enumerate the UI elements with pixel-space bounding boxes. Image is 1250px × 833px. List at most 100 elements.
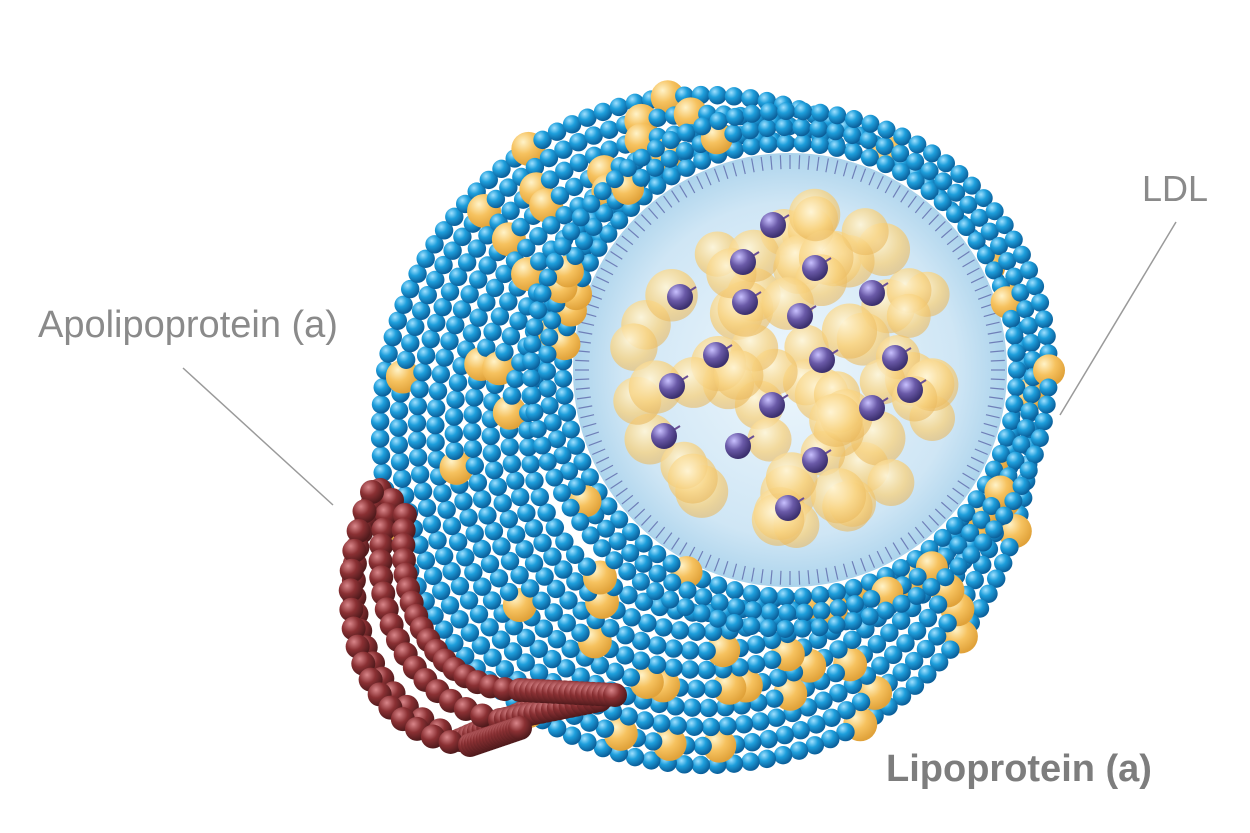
phospholipid-tail: [600, 464, 614, 473]
phospholipid-tail: [952, 487, 965, 497]
phospholipid-tail: [928, 214, 940, 226]
phospholipid-sphere: [515, 540, 534, 559]
phospholipid-sphere: [545, 468, 564, 487]
phospholipid-sphere: [843, 630, 862, 650]
phospholipid-sphere: [465, 456, 485, 475]
phospholipid-sphere: [867, 634, 887, 654]
phospholipid-sphere: [896, 634, 915, 653]
phospholipid-sphere: [529, 227, 548, 246]
phospholipid-sphere: [759, 586, 778, 605]
phospholipid-sphere: [708, 86, 727, 105]
phospholipid-sphere: [539, 148, 559, 168]
phospholipid-sphere: [941, 640, 960, 659]
phospholipid-sphere: [724, 124, 743, 143]
phospholipid-sphere: [1037, 395, 1056, 414]
phospholipid-sphere: [725, 581, 744, 600]
phospholipid-sphere: [566, 247, 585, 266]
phospholipid-tail: [860, 557, 867, 572]
phospholipid-tail: [679, 542, 688, 555]
phospholipid-sphere: [442, 516, 462, 536]
phospholipid-tail: [983, 422, 998, 428]
phospholipid-tail: [807, 570, 810, 585]
phospholipid-sphere: [483, 322, 502, 341]
phospholipid-sphere: [490, 307, 510, 326]
phospholipid-sphere: [408, 396, 428, 416]
cholesterol-sphere: [1032, 354, 1065, 387]
phospholipid-sphere: [875, 137, 894, 156]
phospholipid-sphere: [484, 521, 504, 541]
phospholipid-tail: [946, 235, 959, 246]
phospholipid-sphere: [891, 144, 910, 163]
phospholipid-sphere: [593, 102, 613, 122]
cholesterol-sphere: [492, 395, 527, 430]
phospholipid-sphere: [547, 122, 567, 141]
phospholipid-sphere: [440, 331, 459, 351]
phospholipid-sphere: [957, 503, 976, 522]
cholesteryl-ester-sphere: [667, 284, 693, 310]
phospholipid-sphere: [742, 617, 761, 636]
apolipoprotein-bead: [346, 518, 371, 543]
phospholipid-tail: [977, 440, 992, 447]
phospholipid-sphere: [533, 436, 552, 455]
phospholipid-tail: [679, 185, 688, 198]
phospholipid-tail: [966, 464, 980, 473]
phospholipid-sphere: [972, 510, 991, 529]
phospholipid-sphere: [538, 379, 557, 398]
cholesteryl-ester-sphere: [732, 289, 758, 315]
phospholipid-sphere: [462, 324, 482, 343]
phospholipid-sphere: [904, 651, 924, 671]
phospholipid-sphere: [634, 554, 653, 573]
phospholipid-sphere: [826, 663, 845, 683]
phospholipid-sphere: [539, 268, 558, 287]
phospholipid-sphere: [525, 403, 544, 422]
phospholipid-sphere: [553, 237, 572, 256]
phospholipid-sphere: [472, 539, 492, 559]
phospholipid-sphere: [517, 503, 536, 523]
phospholipid-sphere: [860, 148, 879, 167]
phospholipid-sphere: [631, 651, 651, 670]
phospholipid-sphere: [389, 418, 408, 437]
phospholipid-sphere: [987, 569, 1006, 588]
phospholipid-sphere: [442, 562, 461, 581]
phospholipid-sphere: [555, 532, 574, 551]
phospholipid-sphere: [976, 246, 995, 265]
phospholipid-tail: [687, 180, 696, 194]
phospholipid-sphere: [670, 621, 690, 640]
phospholipid-sphere: [370, 429, 390, 448]
phospholipid-sphere: [734, 715, 754, 734]
phospholipid-sphere: [533, 533, 552, 553]
phospholipid-sphere: [918, 665, 937, 684]
phospholipid-sphere: [463, 439, 483, 458]
phospholipid-sphere: [578, 733, 597, 752]
phospholipid-sphere: [765, 689, 784, 708]
phospholipid-sphere: [795, 603, 814, 622]
phospholipid-sphere: [793, 587, 812, 606]
cholesteryl-ester-sphere: [809, 347, 835, 373]
phospholipid-sphere: [440, 282, 460, 301]
phospholipid-sphere: [1007, 343, 1026, 362]
phospholipid-tail: [798, 570, 801, 585]
apolipoprotein-bead: [438, 729, 463, 754]
phospholipid-sphere: [425, 235, 444, 254]
apolipoprotein-bead: [339, 597, 364, 622]
phospholipid-sphere: [699, 698, 718, 718]
phospholipid-sphere: [634, 534, 653, 553]
phospholipid-tail: [663, 195, 673, 208]
phospholipid-sphere: [389, 401, 409, 420]
phospholipid-sphere: [615, 646, 635, 665]
phospholipid-sphere: [997, 428, 1016, 447]
phospholipid-sphere: [776, 619, 795, 638]
phospholipid-sphere: [373, 463, 392, 482]
phospholipid-sphere: [499, 582, 519, 602]
cholesteryl-ester-sphere: [882, 345, 908, 371]
cholesteryl-ester-sphere: [859, 280, 885, 306]
phospholipid-tail: [615, 243, 628, 253]
phospholipid-sphere: [646, 582, 665, 601]
phospholipid-sphere: [524, 519, 544, 538]
phospholipid-sphere: [934, 172, 953, 191]
phospholipid-sphere: [844, 110, 863, 129]
cholesteryl-ester-sphere: [703, 342, 729, 368]
phospholipid-sphere: [827, 138, 846, 157]
phospholipid-sphere: [646, 158, 665, 177]
phospholipid-sphere: [407, 431, 427, 450]
